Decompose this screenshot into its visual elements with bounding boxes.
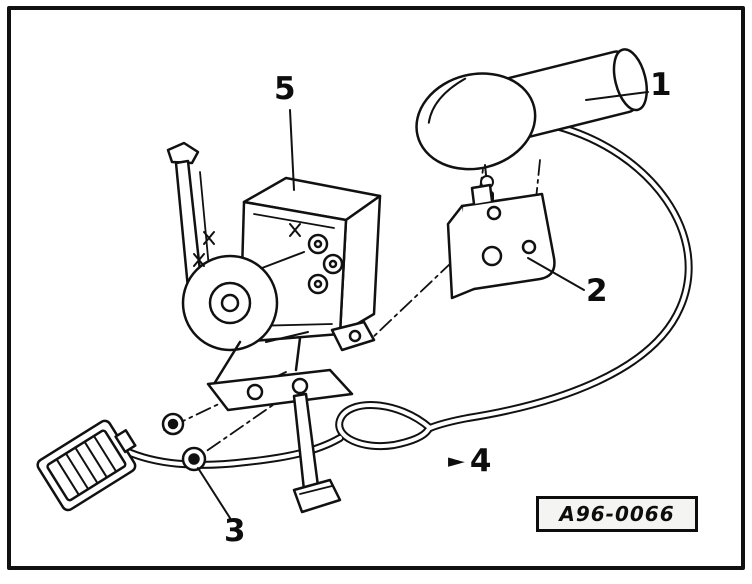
figure-reference-code: A96-0066 bbox=[559, 502, 675, 526]
callout-2-label: 2 bbox=[586, 273, 608, 309]
leader-lines bbox=[197, 91, 649, 519]
callout-3-label: 3 bbox=[224, 513, 246, 549]
callout-5-label: 5 bbox=[274, 71, 296, 107]
callout-1-label: 1 bbox=[650, 67, 672, 103]
grommets-part bbox=[161, 412, 207, 472]
accumulator-part bbox=[415, 48, 648, 171]
callout-4: ► 4 bbox=[448, 446, 492, 477]
bracket-part bbox=[446, 183, 556, 300]
arrow-right-icon: ► bbox=[448, 450, 465, 472]
figure-reference-box: A96-0066 bbox=[536, 496, 698, 532]
hydraulic-unit-part bbox=[166, 141, 382, 514]
connector-plug bbox=[36, 419, 137, 512]
callout-4-label: 4 bbox=[469, 443, 492, 479]
